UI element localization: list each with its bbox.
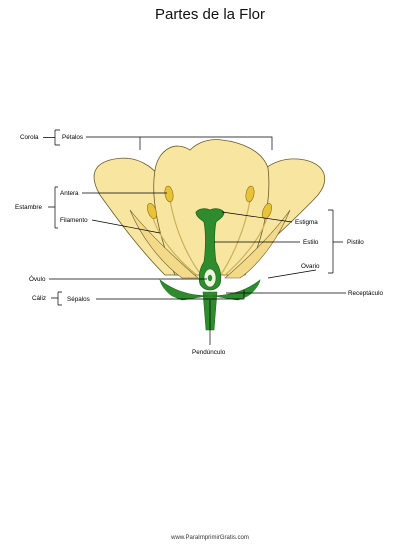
leader-lines bbox=[43, 129, 346, 345]
label-petalos: Pétalos bbox=[62, 134, 83, 141]
label-pedunculo: Pendúnculo bbox=[192, 349, 226, 356]
estigma-line bbox=[221, 211, 293, 223]
label-pistilo: Pistilo bbox=[347, 239, 364, 246]
label-sepalos: Sépalos bbox=[67, 296, 90, 303]
estambre-bracket bbox=[48, 186, 58, 229]
anther-left-outer bbox=[147, 203, 157, 219]
sepal-right-tip bbox=[234, 280, 260, 299]
sepals bbox=[159, 279, 261, 301]
petals bbox=[93, 139, 326, 279]
pistil bbox=[195, 208, 225, 291]
label-ovario: Ovario bbox=[301, 263, 320, 270]
inner-right-lobe bbox=[224, 209, 291, 279]
label-estigma: Estigma bbox=[295, 219, 318, 226]
label-estilo: Estilo bbox=[303, 239, 319, 246]
anther-right-outer bbox=[262, 203, 272, 219]
footer-url: www.ParaImprimirGratis.com bbox=[171, 535, 249, 541]
filamento-line bbox=[91, 219, 161, 234]
anthers bbox=[147, 185, 272, 219]
corola-bracket bbox=[43, 129, 60, 146]
petalos-line bbox=[86, 136, 273, 150]
anther-left-inner bbox=[164, 185, 174, 203]
filament-left-inner bbox=[169, 199, 203, 277]
filament-right-outer bbox=[223, 217, 268, 277]
caliz-bracket bbox=[51, 291, 62, 306]
label-caliz: Cáliz bbox=[32, 295, 46, 302]
filaments bbox=[152, 199, 268, 277]
pistilo-bracket bbox=[328, 209, 343, 274]
label-antera: Antera bbox=[60, 190, 79, 197]
ovule bbox=[207, 274, 213, 282]
label-ovulo: Óvulo bbox=[29, 274, 46, 283]
sepal-left-tip bbox=[160, 280, 186, 299]
labels: Corola Pétalos Estambre Antera Filamento… bbox=[15, 134, 384, 356]
filament-left-outer bbox=[152, 217, 199, 277]
ovario-line bbox=[267, 269, 317, 279]
page-title: Partes de la Flor bbox=[154, 6, 266, 23]
label-corola: Corola bbox=[20, 134, 39, 141]
anther-right-inner bbox=[245, 185, 255, 203]
inner-left-lobe bbox=[129, 209, 199, 279]
label-filamento: Filamento bbox=[60, 217, 88, 224]
label-receptaculo: Receptáculo bbox=[348, 290, 384, 297]
label-estambre: Estambre bbox=[15, 204, 42, 211]
filament-right-inner bbox=[219, 199, 251, 277]
